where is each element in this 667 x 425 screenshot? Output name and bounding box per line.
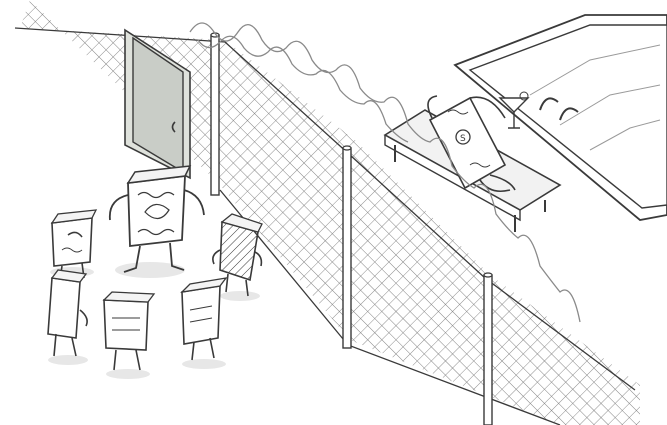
small-character-hatched	[212, 213, 263, 301]
pool-ladder-left	[539, 97, 559, 111]
small-character-center	[102, 291, 156, 379]
pool-ladder-right	[559, 107, 579, 121]
cocktail-glass-icon	[498, 91, 530, 129]
small-character-facepalm	[50, 209, 98, 281]
fence-posts	[210, 32, 493, 425]
small-character-left	[47, 269, 88, 365]
big-character	[108, 165, 205, 278]
relaxing-character: S	[427, 95, 516, 193]
small-character-right	[180, 277, 228, 369]
emblem-letter: S	[460, 134, 466, 144]
door-icon	[124, 28, 191, 180]
barbed-wire-icon	[189, 22, 581, 323]
swimming-pool-icon	[453, 14, 667, 221]
